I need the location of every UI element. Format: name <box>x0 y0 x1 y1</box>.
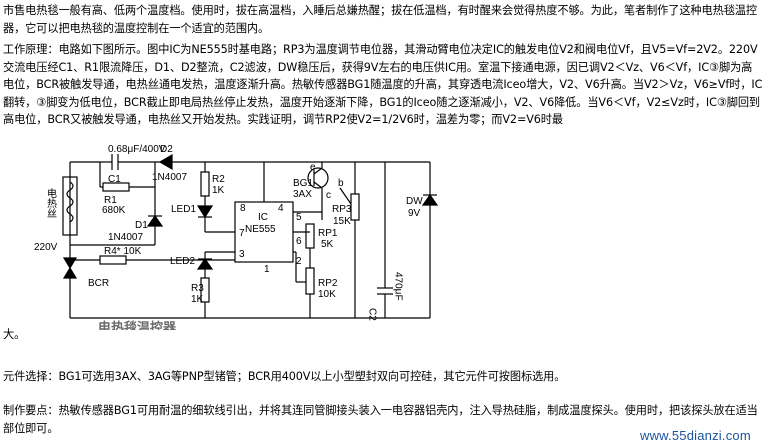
pin-6: 6 <box>296 236 302 247</box>
r2-value: 1K <box>212 185 225 196</box>
bg1-transistor-icon <box>307 167 329 189</box>
pin-7: 7 <box>239 228 245 239</box>
rp3-label: RP3 <box>332 204 352 215</box>
r1-label: R1 <box>104 195 117 206</box>
r1-value: 680K <box>102 205 126 216</box>
circuit-diagram: 0.68μF/400V C1 R1 680K D2 1N4007 D1 1N40… <box>34 144 439 330</box>
principle-label: 工作原理： <box>3 43 59 56</box>
d2-diode-icon <box>158 153 173 171</box>
led1-label: LED1 <box>171 204 196 215</box>
intro-paragraph: 市售电热毯一般有高、低两个温度档。使用时，拔在高温档，入睡后总嫌热醒；拔在低温档… <box>3 2 763 37</box>
led2-label: LED2 <box>170 256 195 267</box>
c2-value: 470μF <box>393 272 404 301</box>
notes-label: 制作要点： <box>3 404 59 417</box>
site-watermark: www.55dianzi.com <box>640 428 751 443</box>
circuit-title: 电热毯温控器 <box>98 320 177 330</box>
r4-label: R4* 10K <box>104 246 142 257</box>
d1-label: D1 <box>135 220 148 231</box>
dw-value: 9V <box>408 208 421 219</box>
bg1-c: c <box>326 190 331 201</box>
pin-1: 1 <box>264 264 270 275</box>
bcr-triac-icon <box>62 257 78 270</box>
dw-label: DW <box>406 196 423 207</box>
notes-text: 热敏传感器BG1可用耐温的细软线引出，并将其连同管脚接头装入一电容器铝壳内，注入… <box>3 404 758 435</box>
r3-value: 1K <box>191 294 204 305</box>
notes-paragraph: 制作要点：热敏传感器BG1可用耐温的细软线引出，并将其连同管脚接头装入一电容器铝… <box>3 402 763 437</box>
r3-label: R3 <box>191 283 204 294</box>
parts-paragraph: 元件选择：BG1可选用3AX、3AG等PNP型锗管；BCR用400V以上小型塑封… <box>3 368 763 386</box>
parts-label: 元件选择： <box>3 370 59 383</box>
c1-value: 0.68μF/400V <box>108 144 166 155</box>
pin-3: 3 <box>239 249 245 260</box>
rp2-value: 10K <box>318 289 336 300</box>
bg1-type: 3AX <box>293 189 312 200</box>
d2-type: 1N4007 <box>152 172 187 183</box>
rp2-label: RP2 <box>318 278 338 289</box>
principle-tail-text: 大。 <box>3 328 26 341</box>
ic-type: NE555 <box>245 224 276 235</box>
parts-text: BG1可选用3AX、3AG等PNP型锗管；BCR用400V以上小型塑封双向可控硅… <box>58 370 566 383</box>
rp3-value: 15K <box>333 216 351 227</box>
rp1-label: RP1 <box>318 228 338 239</box>
rp1-potentiometer <box>305 223 315 249</box>
led1-icon <box>196 205 214 219</box>
rp2-potentiometer <box>305 267 315 295</box>
bcr-label: BCR <box>88 278 109 289</box>
bg1-e: e <box>310 162 316 173</box>
heater-element <box>62 176 78 236</box>
pin-2: 2 <box>296 256 302 267</box>
heater-label: 电热丝 <box>45 187 57 218</box>
d1-diode-icon <box>146 214 164 227</box>
ac-voltage-label: 220V <box>34 242 58 253</box>
heater-coil-icon <box>66 181 74 223</box>
principle-tail: 大。 <box>3 326 763 344</box>
r2-resistor <box>200 171 210 197</box>
principle-text: 电路如下图所示。图中IC为NE555时基电路；RP3为温度调节电位器，其滑动臂电… <box>3 43 763 126</box>
ic-label: IC <box>258 212 268 223</box>
d2-label: D2 <box>160 144 173 155</box>
principle-paragraph: 工作原理：电路如下图所示。图中IC为NE555时基电路；RP3为温度调节电位器，… <box>3 41 763 129</box>
r2-label: R2 <box>212 174 225 185</box>
rp1-value: 5K <box>321 239 334 250</box>
bg1-label: BG1 <box>293 178 313 189</box>
pin-4: 4 <box>278 203 284 214</box>
c2-label: C2 <box>367 308 378 321</box>
intro-text: 市售电热毯一般有高、低两个温度档。使用时，拔在高温档，入睡后总嫌热醒；拔在低温档… <box>3 4 757 35</box>
pin-8: 8 <box>240 203 246 214</box>
rp3-potentiometer <box>350 193 360 221</box>
bg1-b: b <box>338 178 344 189</box>
pin-5: 5 <box>296 212 302 223</box>
dw-zener-icon <box>421 193 439 206</box>
r4-resistor <box>99 255 127 265</box>
c1-label: C1 <box>108 174 121 185</box>
d1-type: 1N4007 <box>108 232 143 243</box>
